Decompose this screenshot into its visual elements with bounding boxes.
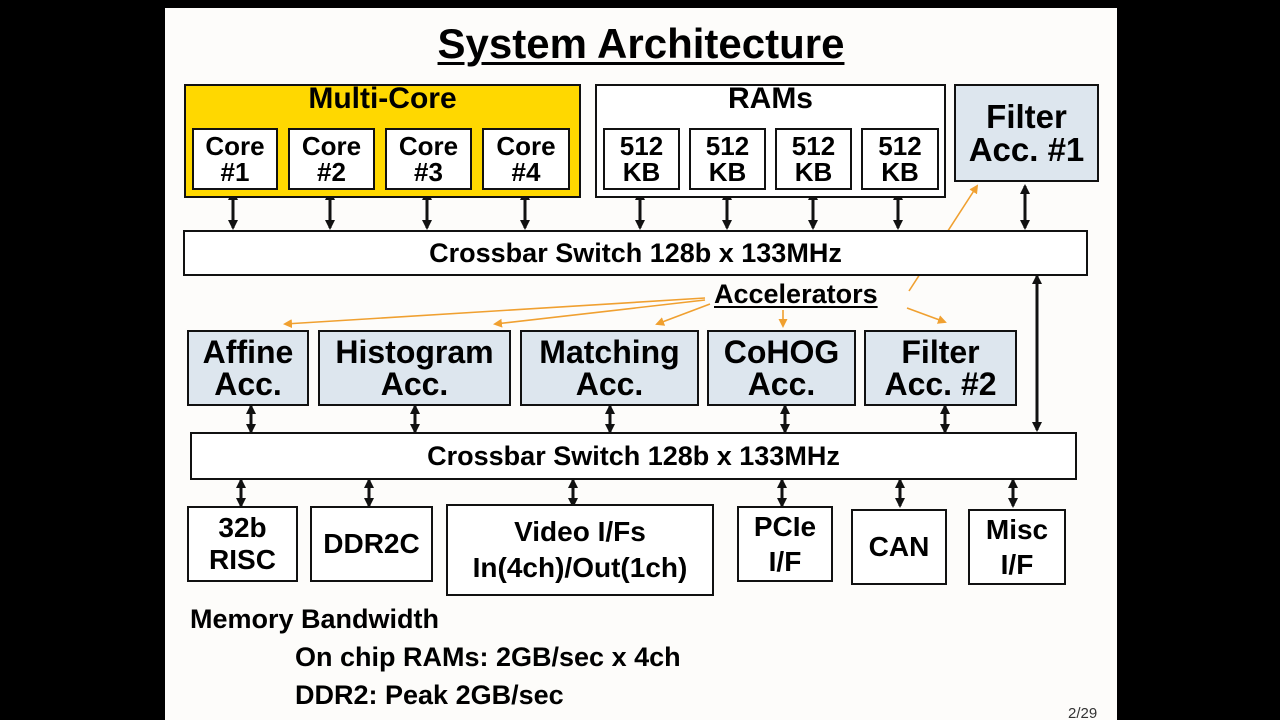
affine-acc-block: Affine Acc. [187, 330, 309, 406]
core-bus-arrows [228, 184, 1030, 230]
core-2-block: Core #2 [288, 128, 375, 190]
ddr2c-block: DDR2C [310, 506, 433, 582]
matching-acc-block: Matching Acc. [520, 330, 699, 406]
risc-block: 32b RISC [187, 506, 298, 582]
ram-4-block: 512 KB [861, 128, 939, 190]
can-block: CAN [851, 509, 947, 585]
histogram-acc-block: Histogram Acc. [318, 330, 511, 406]
ram-1-block: 512 KB [603, 128, 680, 190]
slide-title: System Architecture [437, 20, 845, 67]
filter-acc-1-block: Filter Acc. #1 [954, 84, 1099, 182]
bandwidth-heading: Memory Bandwidth [190, 604, 440, 634]
bandwidth-ddr2: DDR2: Peak 2GB/sec [295, 680, 564, 710]
core-1-block: Core #1 [192, 128, 278, 190]
accelerators-label: Accelerators [714, 279, 878, 309]
filter-acc-2-block: Filter Acc. #2 [864, 330, 1017, 406]
core-4-block: Core #4 [482, 128, 570, 190]
core-3-block: Core #3 [385, 128, 472, 190]
rams-label: RAMs [727, 82, 813, 115]
video-if-block: Video I/Fs In(4ch)/Out(1ch) [446, 504, 714, 596]
misc-if-block: Misc I/F [968, 509, 1066, 585]
peripheral-bus-arrows [236, 478, 1018, 508]
ram-2-block: 512 KB [689, 128, 766, 190]
page-number: 2/29 [1068, 705, 1098, 720]
pcie-if-block: PCIe I/F [737, 506, 833, 582]
cohog-acc-block: CoHOG Acc. [707, 330, 856, 406]
accelerator-bus-arrows [246, 404, 950, 434]
multicore-label: Multi-Core [308, 82, 457, 115]
ram-3-block: 512 KB [775, 128, 852, 190]
bandwidth-onchip-rams: On chip RAMs: 2GB/sec x 4ch [295, 642, 681, 672]
slide: System Architecture Multi-Core Core #1 C… [165, 8, 1117, 720]
crossbar-switch-top: Crossbar Switch 128b x 133MHz [183, 230, 1088, 276]
crossbar-switch-bottom: Crossbar Switch 128b x 133MHz [190, 432, 1077, 480]
